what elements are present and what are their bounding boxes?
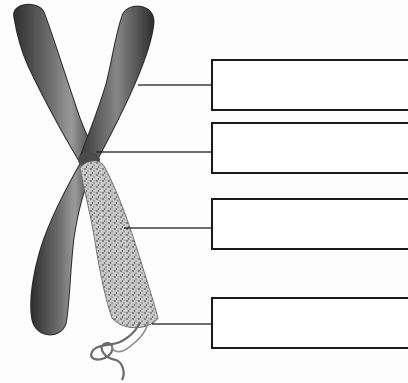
chromatid-lower-right-speckled xyxy=(80,161,158,328)
label-box-3[interactable] xyxy=(211,198,408,250)
label-box-4[interactable] xyxy=(211,297,408,349)
chromatid-upper-right xyxy=(80,6,154,162)
label-box-2[interactable] xyxy=(211,122,408,174)
chromatid-upper-left xyxy=(14,4,96,166)
label-box-1[interactable] xyxy=(211,59,408,111)
